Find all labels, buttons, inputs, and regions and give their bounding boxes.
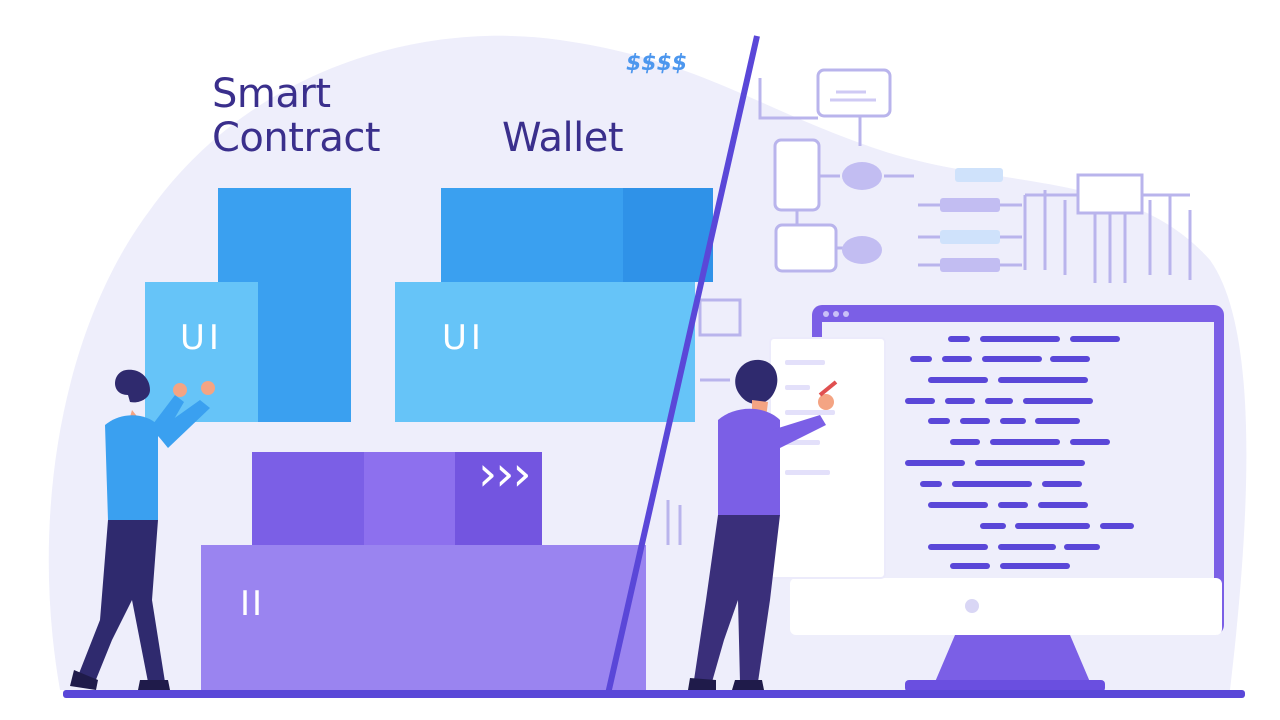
paper-sheet <box>769 337 886 579</box>
smart-contract-line1: Smart <box>212 71 331 117</box>
ui-block-right <box>395 282 695 422</box>
purple-block-upper-shade <box>252 452 364 546</box>
purple-block-upper-right <box>455 452 542 546</box>
person-left <box>70 369 215 690</box>
monitor-icon <box>790 305 1224 692</box>
smart-contract-heading: Smart Contract <box>212 71 381 161</box>
ui-block-left <box>145 282 258 422</box>
flowchart-icon <box>666 68 1192 545</box>
blue-block-mid-left <box>258 282 351 422</box>
person-right <box>688 359 838 690</box>
smart-contract-line2: Contract <box>212 115 381 161</box>
blue-block-top-left <box>218 188 351 282</box>
blue-block-top-right-shade <box>623 188 713 282</box>
ui-label-left: UI <box>180 318 223 358</box>
svg-text:$$$$: $$$$ <box>626 51 687 76</box>
ground-line <box>63 690 1245 698</box>
code-lines <box>905 336 1134 569</box>
diagonal-divider <box>605 35 760 695</box>
chevrons-icon: ››› <box>478 446 532 502</box>
dollar-coins-icon: $$$$ <box>626 51 687 76</box>
ui-label-right: UI <box>442 318 485 358</box>
box-glyph: II <box>240 584 265 624</box>
purple-block-lower <box>201 545 646 690</box>
wallet-heading: Wallet <box>502 115 624 161</box>
